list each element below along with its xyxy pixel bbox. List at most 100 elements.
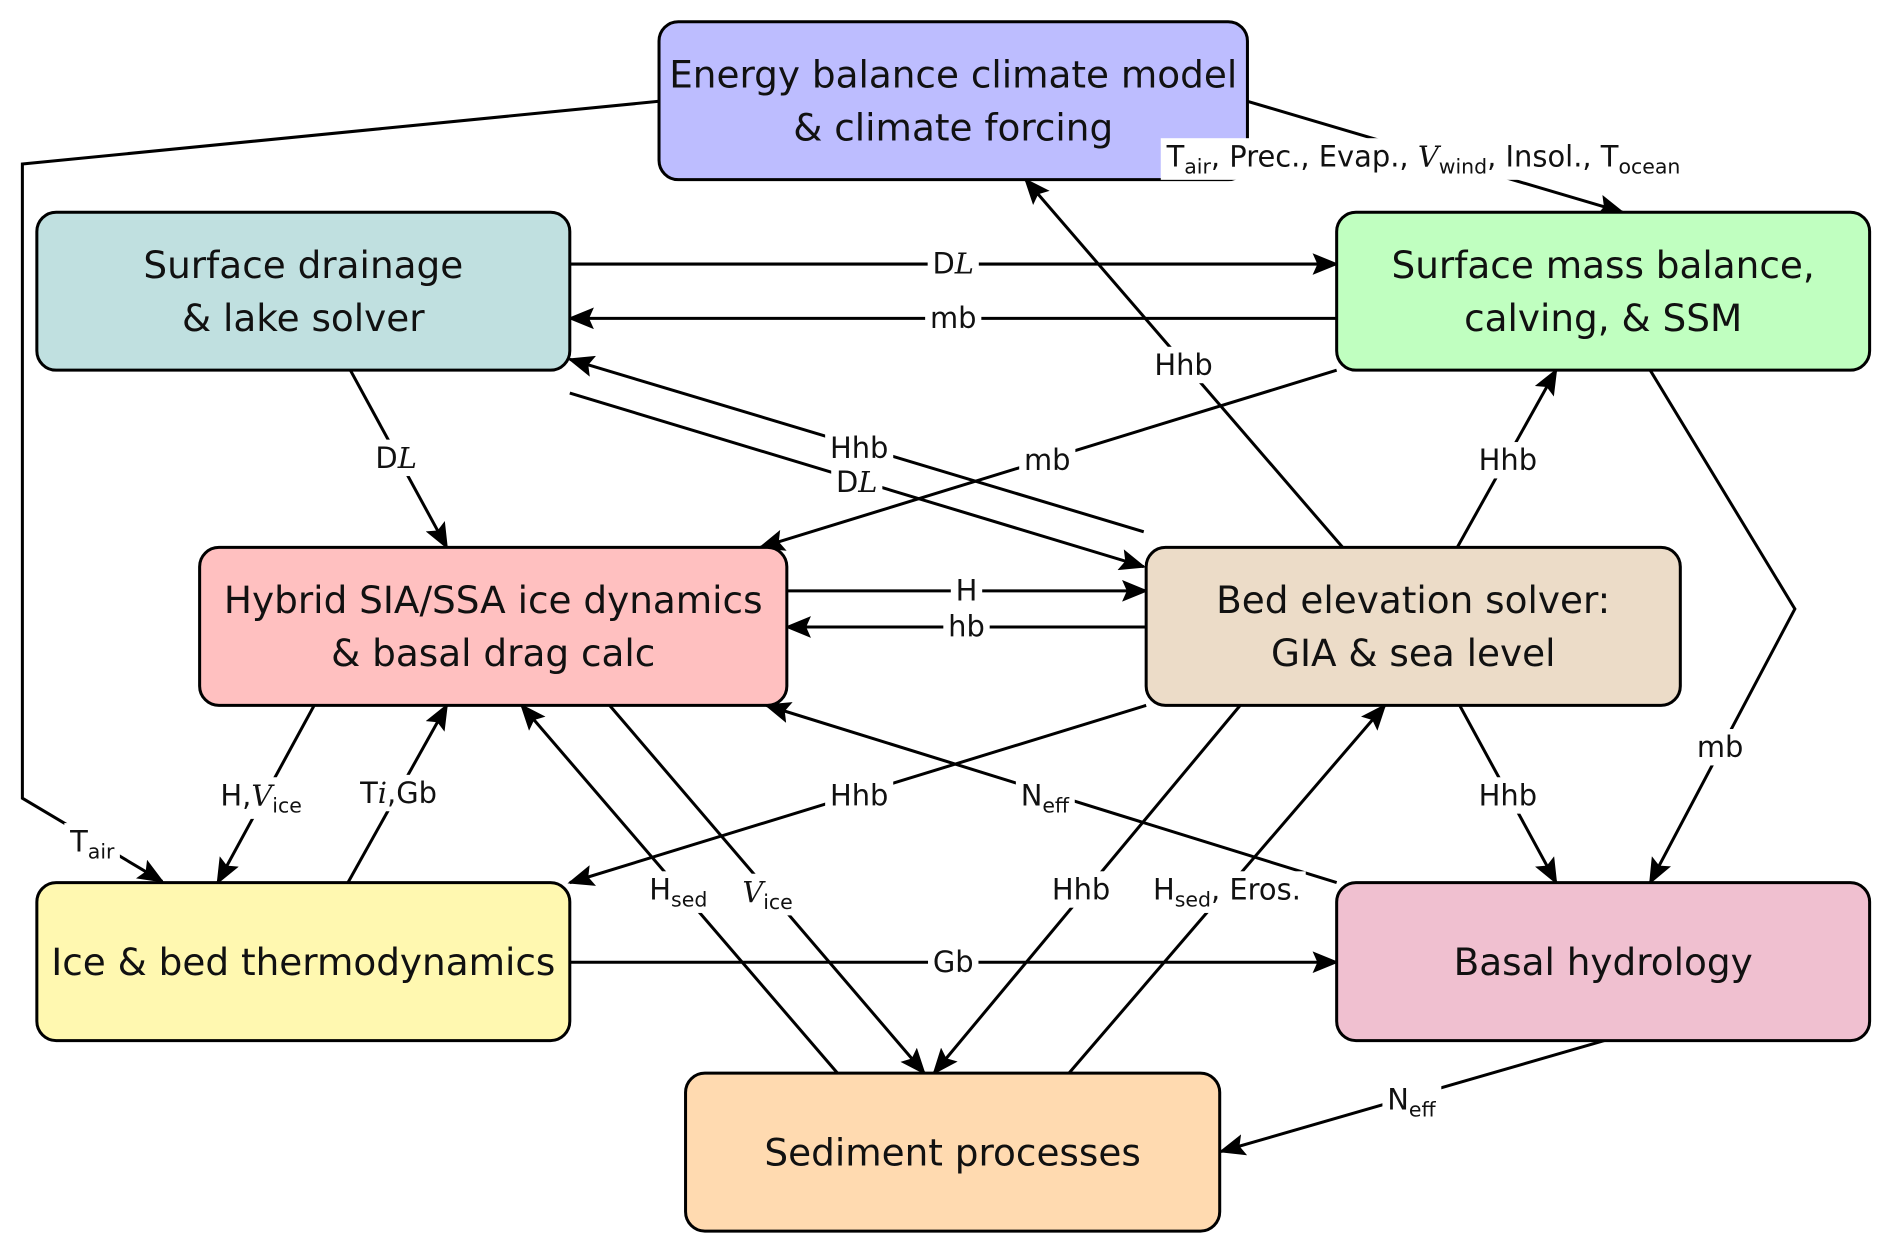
node-basal: Basal hydrology — [1335, 881, 1872, 1043]
node-smb: Surface mass balance,calving, & SSM — [1335, 210, 1872, 372]
edge-label: Hhb — [1479, 443, 1537, 477]
label-part: ice — [763, 890, 793, 914]
label-part: T — [69, 824, 88, 858]
node-label: Surface drainage — [143, 243, 463, 287]
edge-label: DL — [375, 441, 417, 475]
node-box — [35, 881, 572, 1043]
node-sediment: Sediment processes — [684, 1071, 1222, 1233]
edge-label: H — [956, 573, 978, 607]
edge-label-bed-basal: Hhb — [1473, 777, 1542, 814]
edge-label-thermo-basal: Gb — [928, 943, 979, 981]
label-part: hb — [948, 610, 985, 644]
label-part: H — [956, 573, 978, 607]
edge-label-bg — [925, 299, 982, 337]
node-label: Hybrid SIA/SSA ice dynamics — [224, 578, 763, 622]
edge-label-bed-smb: Hhb — [1473, 442, 1542, 479]
edge-label-icedyn-thermo: H,Vice — [215, 777, 307, 819]
edge-label-bg — [215, 777, 307, 819]
label-part: sed — [671, 888, 707, 912]
label-part: i — [378, 776, 387, 810]
edge-label-bg — [1047, 871, 1116, 908]
edge-label-thermo-icedyn: Ti,Gb — [354, 774, 442, 812]
edge-label: Neff — [1387, 1082, 1436, 1121]
node-label: & basal drag calc — [331, 631, 655, 675]
edge-label-bed-icedyn: hb — [943, 608, 990, 645]
edge-label-bed-sediment: Hhb — [1047, 871, 1116, 908]
edge-smb-basal — [1648, 369, 1797, 885]
node-label: Surface mass balance, — [1392, 243, 1815, 287]
edge-label-bg — [825, 777, 894, 814]
label-part: mb — [930, 301, 977, 335]
label-part: Hhb — [1154, 348, 1212, 382]
edge-label: Hhb — [830, 778, 888, 812]
edge-label-bg — [737, 873, 798, 916]
label-part: eff — [1409, 1098, 1437, 1122]
label-part: Hhb — [830, 778, 888, 812]
label-part: H — [1153, 873, 1175, 907]
label-part: ,Gb — [387, 776, 437, 810]
edge-label-basal-sediment: Neff — [1382, 1081, 1442, 1123]
edge-label-bg — [370, 439, 422, 477]
node-box — [1335, 881, 1872, 1043]
label-part: ocean — [1618, 155, 1680, 179]
edge-label-bg — [831, 463, 883, 501]
edge-label-energy-smb: Tair, Prec., Evap., Vwind, Insol., Tocea… — [1160, 138, 1686, 180]
label-part: Hhb — [1052, 873, 1110, 907]
edge-label: mb — [1697, 730, 1744, 764]
edge-line — [1648, 369, 1797, 885]
edge-label: Hhb — [1052, 873, 1110, 907]
label-part: sed — [1175, 888, 1211, 912]
node-label: Basal hydrology — [1454, 940, 1753, 984]
edge-label-bg — [1149, 346, 1218, 384]
edge-label-smb-basal: mb — [1692, 729, 1749, 766]
label-part: Hhb — [830, 431, 888, 465]
label-part: D — [932, 247, 954, 281]
node-icedyn: Hybrid SIA/SSA ice dynamics & basal drag … — [198, 545, 789, 707]
edge-label-bed-drainage: Hhb — [825, 429, 894, 467]
edge-label: Tair — [69, 824, 115, 863]
node-box — [684, 1071, 1222, 1233]
edge-label-smb-drainage: mb — [925, 299, 982, 337]
edge-label-drainage-icedyn: DL — [370, 439, 422, 477]
edge-label-bg — [927, 245, 979, 282]
edge-label-bg — [644, 871, 713, 913]
edge-label-bg — [825, 429, 894, 467]
node-thermo: Ice & bed thermodynamics — [35, 881, 572, 1043]
edge-label: hb — [948, 610, 985, 644]
edge-label: Tair, Prec., Evap., Vwind, Insol., Tocea… — [1166, 139, 1681, 178]
label-part: H — [649, 873, 671, 907]
label-part: eff — [1042, 794, 1070, 818]
label-part: L — [857, 465, 877, 499]
node-label: Energy balance climate model — [669, 52, 1237, 96]
edge-label: Hhb — [1479, 778, 1537, 812]
edge-label-bg — [943, 608, 990, 645]
label-part: Gb — [933, 945, 974, 979]
label-part: N — [1021, 778, 1043, 812]
node-box — [657, 20, 1249, 182]
edge-label: mb — [930, 301, 977, 335]
edge-label: H,Vice — [220, 778, 301, 817]
label-part: V — [1418, 139, 1442, 173]
edge-label: DL — [932, 247, 974, 281]
label-part: V — [251, 778, 275, 812]
edge-label: DL — [836, 465, 878, 499]
edge-label-bg — [354, 774, 442, 812]
label-part: air — [1184, 155, 1211, 179]
edge-label: Hsed — [649, 873, 707, 912]
label-part: D — [836, 465, 858, 499]
edge-label-sediment-icedyn: Hsed — [644, 871, 713, 913]
edge-label: Vice — [742, 875, 792, 914]
edge-label: Gb — [933, 945, 974, 979]
edge-label-bg — [64, 823, 120, 865]
label-part: , Prec., Evap., — [1211, 139, 1418, 173]
label-part: mb — [1024, 443, 1071, 477]
edge-label-bg — [1692, 729, 1749, 766]
label-part: wind — [1439, 155, 1487, 179]
edge-label-basal-icedyn: Neff — [1015, 777, 1075, 819]
node-label: GIA & sea level — [1271, 631, 1555, 675]
label-part: T — [1166, 139, 1185, 173]
label-part: N — [1387, 1082, 1409, 1116]
node-drainage: Surface drainage& lake solver — [35, 210, 572, 372]
node-box — [1335, 210, 1872, 372]
